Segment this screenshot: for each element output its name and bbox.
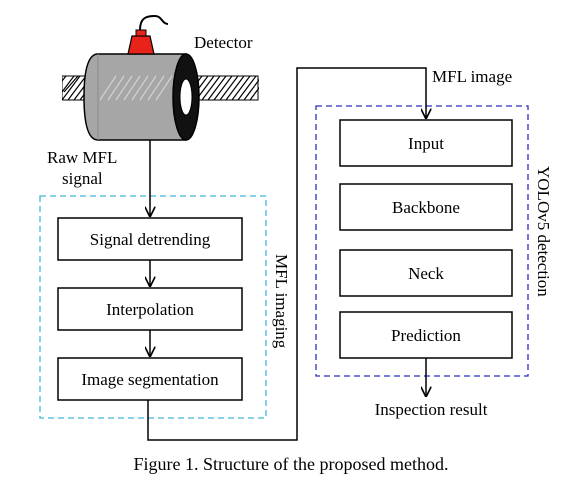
raw-signal-label-line1: Raw MFL xyxy=(47,148,117,167)
flow-arrows xyxy=(147,67,426,441)
mfl-imaging-group xyxy=(39,195,267,419)
step-backbone: Backbone xyxy=(339,183,513,231)
svg-text:Neck: Neck xyxy=(408,264,444,283)
mfl-imaging-label: MFL imaging xyxy=(272,254,291,349)
detector-cylinder xyxy=(83,53,187,141)
wire-rope-inside xyxy=(99,75,173,101)
step-neck: Neck xyxy=(339,249,513,297)
svg-text:Input: Input xyxy=(408,134,444,153)
mfl-image-label: MFL image xyxy=(432,67,512,86)
svg-text:Image segmentation: Image segmentation xyxy=(81,370,219,389)
connector-seg-to-mfl-image xyxy=(147,67,426,441)
svg-text:Interpolation: Interpolation xyxy=(106,300,194,319)
svg-text:Signal detrending: Signal detrending xyxy=(90,230,211,249)
detector-cable xyxy=(139,14,169,31)
step-image-segmentation: Image segmentation xyxy=(57,357,243,401)
step-interpolation: Interpolation xyxy=(57,287,243,331)
detector-label: Detector xyxy=(194,33,253,52)
yolo-detection-label: YOLOv5 detection xyxy=(534,166,553,297)
yolo-detection-group xyxy=(315,105,529,377)
svg-text:Backbone: Backbone xyxy=(392,198,460,217)
sensor-head xyxy=(127,35,155,55)
step-signal-detrending: Signal detrending xyxy=(57,217,243,261)
step-input: Input xyxy=(339,119,513,167)
inspection-result-label: Inspection result xyxy=(375,400,488,419)
figure-caption: Figure 1. Structure of the proposed meth… xyxy=(134,454,449,474)
detector-illustration xyxy=(62,14,259,141)
raw-signal-label-line2: signal xyxy=(62,169,103,188)
step-prediction: Prediction xyxy=(339,311,513,359)
svg-text:Prediction: Prediction xyxy=(391,326,461,345)
